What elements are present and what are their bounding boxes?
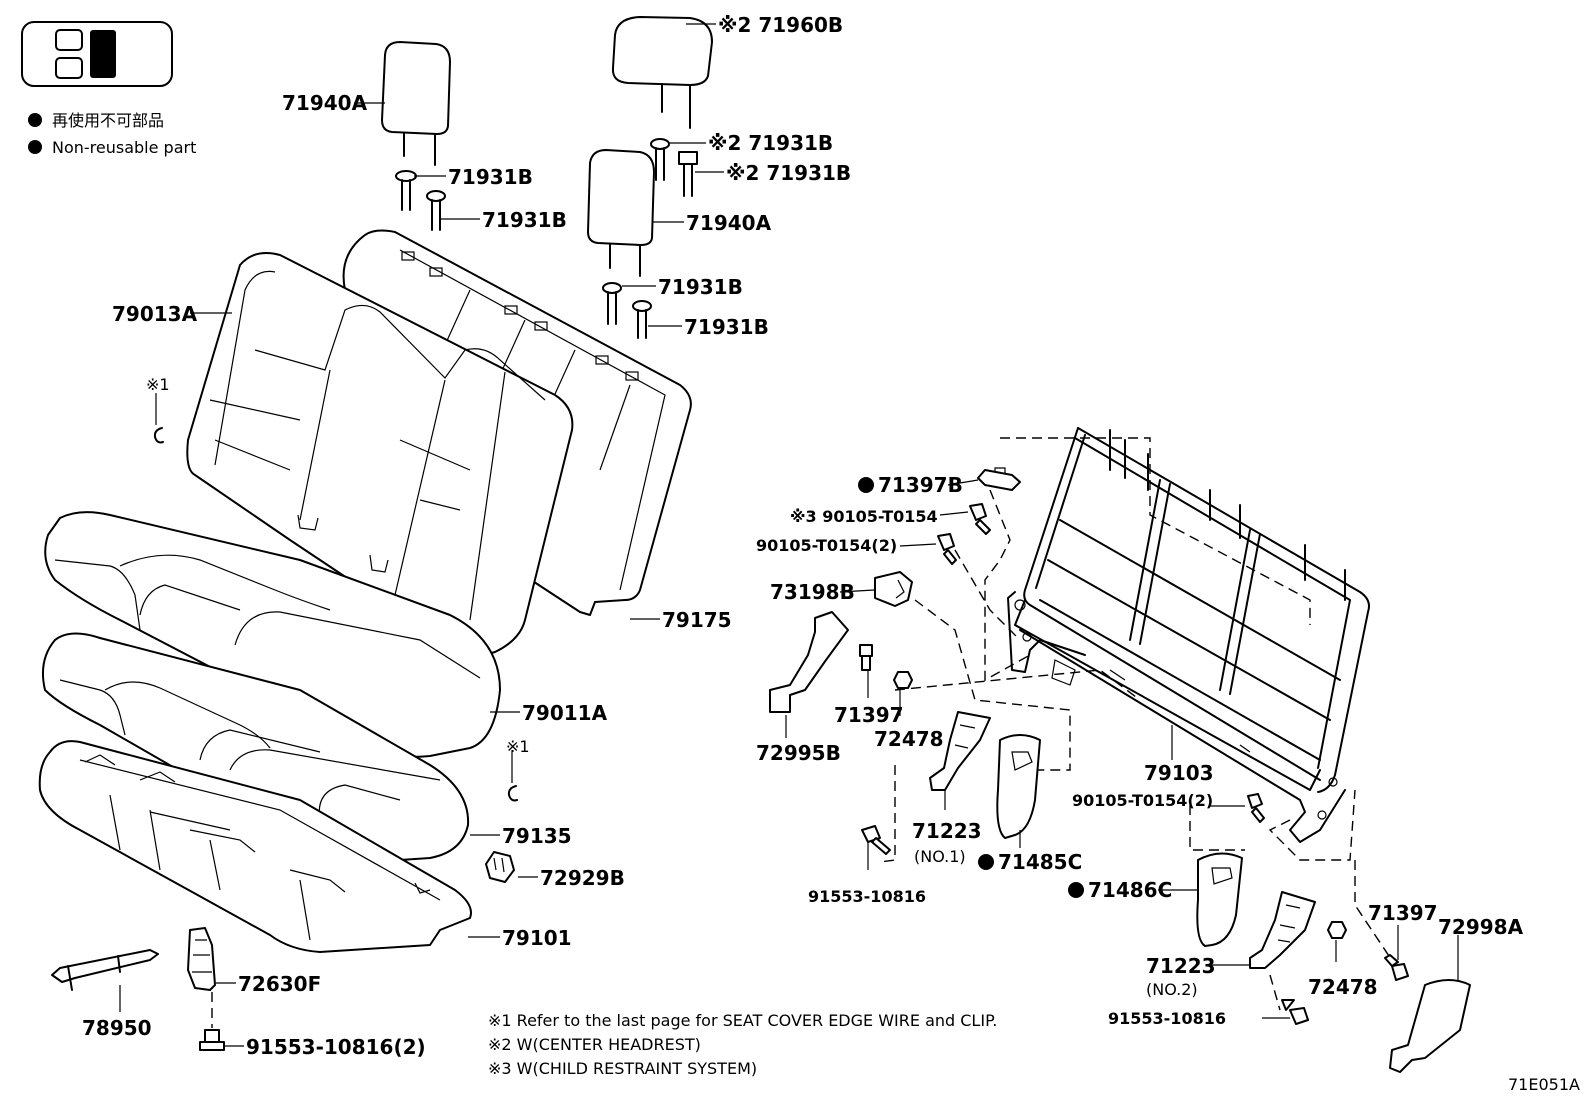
label-79175: 79175 [662,608,732,632]
legend-jp: 再使用不可部品 [52,111,164,130]
label-71485C: 71485C [998,850,1082,874]
cover-71486C [1196,852,1243,947]
trim-72998A [1389,979,1471,1073]
label-71397B: 71397B [878,473,963,497]
label-79101: 79101 [502,926,572,950]
legend-en: Non-reusable part [52,138,196,157]
label-71397-2: 71397 [1368,901,1438,925]
footnote-3: ※3 W(CHILD RESTRAINT SYSTEM) [488,1059,757,1078]
hinge-71223-no2 [1249,891,1316,969]
non-reusable-bullet-icon [978,854,994,870]
label-71397-1: 71397 [834,703,904,727]
label-72929B: 72929B [540,866,625,890]
cushion-frame-79101 [38,740,472,953]
clip-c-icon [153,427,164,444]
bullet-icon [28,140,42,154]
footnote-1: ※1 Refer to the last page for SEAT COVER… [488,1011,997,1030]
label-90105-T0154-b: 90105-T0154(2) [756,536,897,555]
headrest-71940A-left [381,41,451,166]
clip-c-icon [507,785,518,802]
wire-78950 [51,949,159,991]
label-71931B-3: ※2 71931B [708,131,833,155]
trim-72995B [769,611,849,713]
label-90105-T0154-c: 90105-T0154(2) [1072,791,1213,810]
label-71931B-5: 71931B [658,275,743,299]
bullet-icon [28,113,42,127]
dashed-leaders [879,437,1396,1011]
seatback-frame-79103 [1007,427,1370,843]
headrest-support-icons [395,138,698,339]
label-90105-T0154-a: ※3 90105-T0154 [790,507,938,526]
label-72478-1: 72478 [874,727,944,751]
label-mark1-b: ※1 [506,737,530,756]
label-72478-2: 72478 [1308,975,1378,999]
bolt-91553-10816-a [861,825,891,855]
clip-71397B [977,467,1021,491]
bolt-90105-T0154-c [1247,793,1265,823]
label-72995B: 72995B [756,741,841,765]
nut-72478-2 [1327,921,1347,939]
bolt-90105-T0154-b [937,533,957,565]
footnote-2: ※2 W(CENTER HEADREST) [488,1035,701,1054]
label-71940A-2: 71940A [686,211,772,235]
seat-cushion-79011A [44,511,501,758]
cushion-pad-79135 [42,632,470,863]
label-91553-10816-2: 91553-10816(2) [246,1035,426,1059]
non-reusable-bullet-icon [1068,882,1084,898]
bolt-71397-2 [1384,954,1409,981]
label-79135: 79135 [502,824,572,848]
cover-73198B [874,571,913,607]
label-79103: 79103 [1144,761,1214,785]
label-71486C: 71486C [1088,878,1172,902]
label-79011A: 79011A [522,701,608,725]
label-72998A: 72998A [1438,915,1524,939]
label-71960B: ※2 71960B [718,13,843,37]
label-71223-2-sub: (NO.2) [1146,980,1198,999]
legend: 再使用不可部品 Non-reusable part [28,111,196,157]
leader-lines [119,23,1459,1047]
bolt-90105-T0154-a [969,503,991,535]
label-71223-1-sub: (NO.1) [914,847,966,866]
label-71940A-1: 71940A [282,91,368,115]
label-78950: 78950 [82,1016,152,1040]
label-71931B-1: 71931B [448,165,533,189]
non-reusable-bullet-icon [858,477,874,493]
vehicle-seat-position-icon [21,21,173,87]
nut-72478-1 [893,671,913,689]
bracket-72630F [187,927,216,991]
label-71223-2: 71223 [1146,954,1216,978]
label-73198B: 73198B [770,580,855,604]
label-71931B-2: 71931B [482,208,567,232]
label-79013A: 79013A [112,302,198,326]
label-91553-10816-a: 91553-10816 [808,887,926,906]
label-72630F: 72630F [238,972,321,996]
label-91553-10816-b: 91553-10816 [1108,1009,1226,1028]
hinge-71223-no1 [929,711,991,791]
label-71931B-6: 71931B [684,315,769,339]
bolt-71397-1 [859,644,873,671]
label-71931B-4: ※2 71931B [726,161,851,185]
seatback-cover-79013A [186,252,574,657]
figure-code: 71E051A [1508,1075,1580,1094]
clip-72929B [485,851,515,883]
headrest-71940A-right [587,149,655,277]
headrest-71960B-center [611,16,713,129]
bolt-91553-10816-left [199,1029,225,1051]
bolt-91553-10816-b [1281,999,1309,1025]
label-mark1-a: ※1 [146,375,170,394]
cover-71485C [996,734,1041,839]
label-71223-1: 71223 [912,819,982,843]
